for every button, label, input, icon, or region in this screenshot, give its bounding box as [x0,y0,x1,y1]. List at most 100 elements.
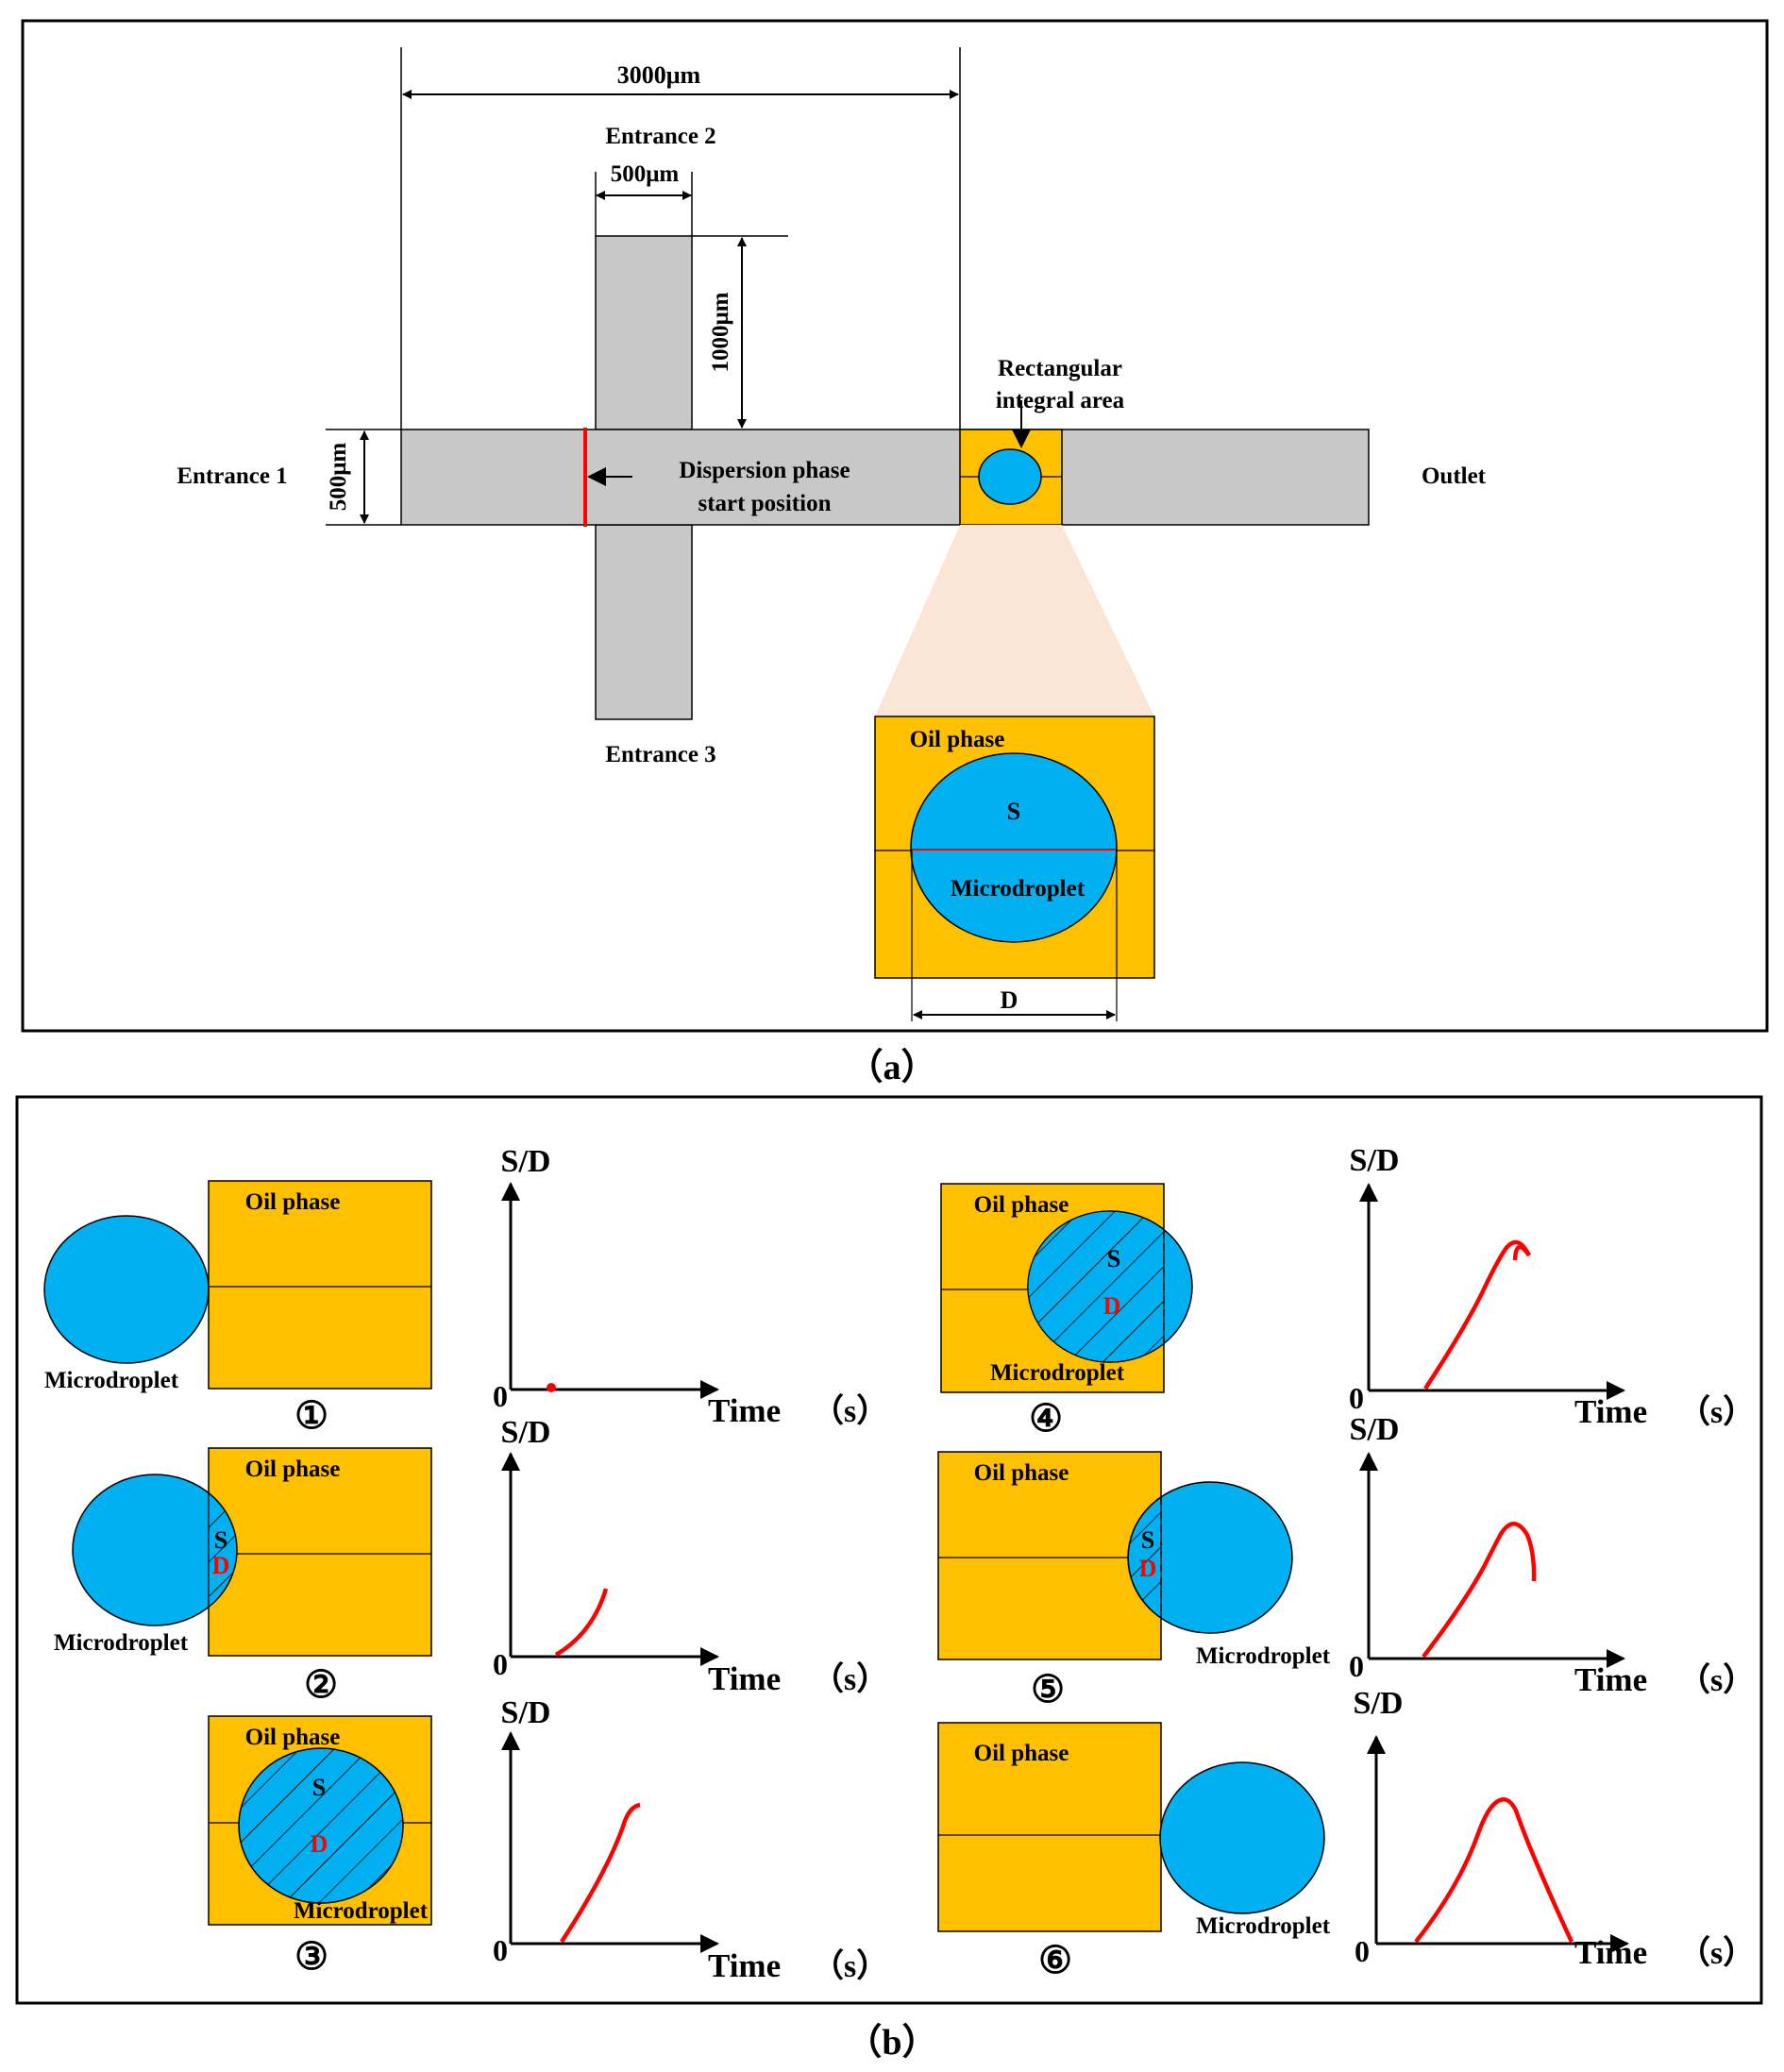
plot-4: S/D 0 Time （s） [1349,1143,1755,1430]
plot-6-origin: 0 [1355,1934,1370,1968]
step-3-number: ③ [295,1935,328,1978]
zoom-oil-label: Oil phase [910,727,1005,752]
plot-2-y-label: S/D [501,1415,551,1450]
step-2-schematic: Oil phase S D Microdroplet ② [54,1447,432,1706]
plot-4-origin: 0 [1349,1381,1364,1415]
panel-b: Oil phase Microdroplet ① Oil phase S D M… [15,1095,1763,2005]
step-4-oil-label: Oil phase [974,1192,1069,1218]
plot-3-y-label: S/D [501,1695,551,1730]
integral-label-line2: integral area [996,388,1125,413]
dim-500-top-label: 500μm [611,161,680,187]
step-4-s-label: S [1107,1245,1120,1272]
step-5-s-label: S [1141,1526,1154,1554]
step-2-droplet-label: Microdroplet [54,1630,189,1656]
step-5-droplet-label: Microdroplet [1196,1643,1331,1669]
channel-vertical-bottom [595,524,693,720]
step-1-droplet [43,1215,210,1364]
step-2-d-label: D [212,1552,230,1579]
dispersion-label-line2: start position [698,491,832,516]
entrance-2-label: Entrance 2 [605,124,715,149]
plot-4-curve [1423,1239,1532,1390]
plot-1-origin: 0 [493,1379,508,1413]
plot-2-origin: 0 [493,1647,508,1681]
plot-1: S/D 0 Time （s） [493,1144,888,1429]
plot-1-start-point [547,1383,556,1392]
step-6-oil-label: Oil phase [974,1741,1069,1766]
zoom-funnel [875,525,1154,716]
plot-6-curve [1414,1797,1574,1944]
plot-6-y-label: S/D [1354,1686,1404,1721]
plot-3-origin: 0 [493,1933,508,1967]
plot-3-x-unit: （s） [812,1947,888,1984]
plot-1-x-label: Time [708,1392,781,1429]
dim-500-left-label: 500μm [326,443,351,512]
integral-droplet [978,448,1042,505]
step-6-oil-rect [937,1722,1162,1932]
plot-2-x-label: Time [708,1660,781,1697]
step-5-oil-label: Oil phase [974,1460,1069,1486]
step-5-d-label: D [1139,1555,1157,1582]
plot-6-x-label: Time [1574,1934,1647,1971]
plot-3: S/D 0 Time （s） [493,1695,888,1984]
entrance-1-label: Entrance 1 [177,463,287,489]
channel-vertical-top [595,235,693,430]
step-3-d-label: D [311,1830,328,1858]
plot-6: S/D 0 Time （s） [1354,1686,1756,1971]
step-6-schematic: Oil phase Microdroplet ⑥ [937,1722,1331,1981]
plot-5-origin: 0 [1349,1649,1364,1683]
plot-5-x-unit: （s） [1678,1661,1755,1698]
zoom-droplet [910,752,1118,943]
plot-2: S/D 0 Time （s） [493,1415,888,1697]
step-4-schematic: Oil phase S D Microdroplet ④ [940,1183,1193,1440]
zoom-s-label: S [1007,798,1020,825]
step-2-s-label: S [214,1526,227,1554]
dim-1000-label: 1000μm [708,292,733,372]
panel-b-caption: （b） [846,2023,937,2063]
step-3-oil-label: Oil phase [245,1725,341,1750]
plot-5: S/D 0 Time （s） [1349,1412,1755,1698]
step-1-oil-label: Oil phase [245,1189,341,1215]
step-2-hatched-overlap [208,1491,238,1609]
plot-4-x-unit: （s） [1678,1393,1755,1430]
step-5-number: ⑤ [1031,1668,1065,1710]
plot-5-x-label: Time [1574,1661,1647,1698]
panel-a: 3000μm Entrance 2 500μm 1000μm 500μm Ent… [21,19,1769,1033]
step-6-droplet [1159,1761,1325,1914]
plot-4-x-label: Time [1574,1393,1647,1430]
step-1-schematic: Oil phase Microdroplet ① [43,1180,432,1437]
plot-5-curve [1422,1522,1537,1659]
step-1-droplet-label: Microdroplet [44,1368,179,1393]
step-1-oil-rect [208,1180,432,1390]
dim-3000-label: 3000μm [617,61,701,89]
step-3-s-label: S [312,1774,326,1801]
step-1-number: ① [295,1394,328,1437]
panel-a-caption: （a） [847,1048,936,1087]
plot-5-y-label: S/D [1350,1412,1400,1447]
plot-2-curve [554,1588,609,1657]
step-6-droplet-label: Microdroplet [1196,1913,1331,1939]
step-6-number: ⑥ [1038,1939,1072,1981]
channel-main [400,429,1370,526]
step-2-oil-rect [208,1447,432,1657]
step-5-oil-rect [937,1451,1162,1660]
step-4-number: ④ [1029,1397,1063,1440]
step-4-droplet-label: Microdroplet [990,1360,1125,1386]
entrance-3-label: Entrance 3 [605,742,715,767]
plot-6-x-unit: （s） [1678,1934,1755,1971]
integral-label-line1: Rectangular [998,356,1122,381]
step-5-hatched-overlap [1127,1495,1162,1620]
plot-3-curve [560,1802,641,1944]
step-3-schematic: Oil phase S D Microdroplet ③ [208,1715,432,1978]
zoom-view: Oil phase S Microdroplet D [874,716,1155,1021]
zoom-droplet-label: Microdroplet [951,876,1086,901]
step-3-droplet-label: Microdroplet [294,1898,429,1924]
outlet-label: Outlet [1422,463,1487,489]
plot-2-x-unit: （s） [812,1660,888,1697]
plot-3-x-label: Time [708,1947,781,1984]
step-3-droplet-hatched [238,1747,404,1904]
zoom-d-label: D [1001,986,1018,1014]
step-4-hatched-overlap [1027,1210,1165,1363]
plot-1-x-unit: （s） [812,1392,888,1429]
step-2-oil-label: Oil phase [245,1457,341,1482]
